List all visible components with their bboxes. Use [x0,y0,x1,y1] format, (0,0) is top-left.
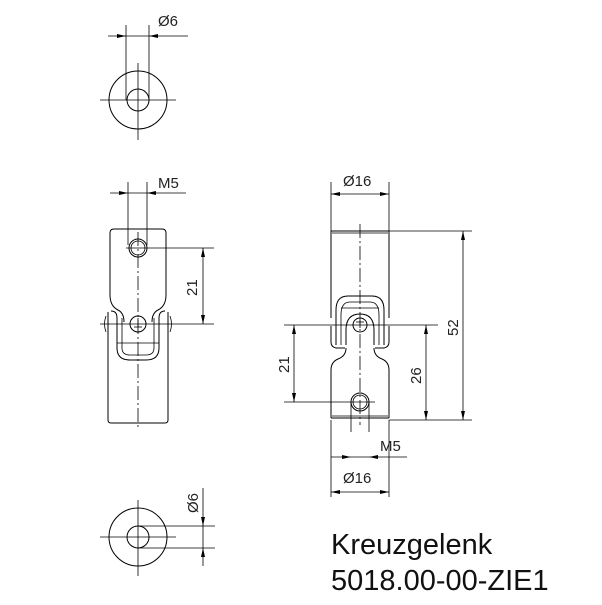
left-21-label: 21 [184,279,201,296]
right-52-label: 52 [445,319,462,336]
part-number: 5018.00-00-ZIE1 [331,565,549,597]
right-m5-label: M5 [380,438,401,455]
right-bottom-diameter-label: Ø16 [343,470,371,487]
right-26-label: 26 [408,367,425,384]
right-side-view: Ø16 21 [276,173,472,497]
left-m5-label: M5 [158,175,179,192]
bottom-diameter-label: Ø6 [185,493,202,513]
drawing-title: Kreuzgelenk [331,529,493,561]
right-21-label: 21 [276,356,293,373]
top-end-view: Ø6 [100,13,188,140]
left-side-view: M5 21 [100,175,214,430]
right-top-diameter-label: Ø16 [343,173,371,190]
top-diameter-label: Ø6 [158,13,178,30]
bottom-end-view: Ø6 [100,488,215,576]
